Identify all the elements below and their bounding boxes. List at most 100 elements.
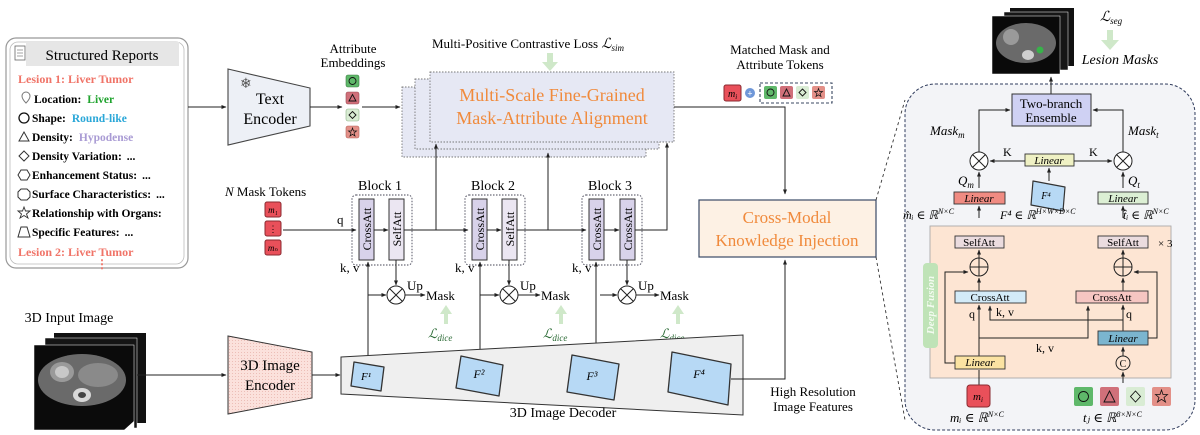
svg-text:F³: F³	[586, 369, 598, 383]
matched-tokens: Matched Mask and Attribute Tokens mi +	[723, 42, 833, 104]
matched-label-1: Matched Mask and	[730, 42, 830, 57]
svg-text:Density:Hypodense: Density:Hypodense	[32, 132, 133, 144]
m-hat-dim: m̂ᵢ ∈ ℝN×C	[903, 207, 955, 222]
report-item-location: Location:Liver	[21, 91, 114, 106]
matched-label-2: Attribute Tokens	[736, 57, 823, 72]
svg-text:q: q	[1126, 307, 1132, 321]
k-label-right: K	[1089, 145, 1098, 159]
svg-text:F²: F²	[473, 367, 485, 381]
reports-header	[26, 42, 179, 66]
seg-loss-label: ℒseg	[1100, 10, 1123, 26]
image-encoder: 3D Image Encoder	[227, 335, 313, 415]
svg-text:CrossAtt: CrossAtt	[621, 207, 635, 250]
attr-token-density	[1100, 387, 1119, 406]
svg-text:Relationship with Organs:: Relationship with Organs:	[32, 208, 162, 220]
svg-text:Up: Up	[407, 278, 423, 293]
text-encoder-label-2: Encoder	[243, 111, 297, 128]
block-2: Block 2 CrossAtt SelfAtt	[464, 179, 526, 266]
svg-text:Specific Features:...: Specific Features:...	[32, 227, 133, 239]
two-branch-ensemble	[1011, 93, 1092, 127]
svg-text:Density Variation:...: Density Variation:...	[32, 151, 136, 163]
star-icon	[16, 205, 32, 220]
crossatt-left	[954, 290, 1027, 304]
svg-text:Location:Liver: Location:Liver	[34, 94, 114, 106]
feature-map-f2: F²	[455, 355, 504, 397]
report-item-density-variation: Density Variation:...	[18, 150, 136, 163]
zoom-connector-top	[875, 99, 906, 201]
mi-dim: mᵢ ∈ ℝN×C	[950, 410, 1005, 425]
embedding-surface	[345, 74, 360, 88]
report-item-enhancement-status: Enhancement Status:...	[17, 169, 151, 182]
hires-label-1: High Resolution	[770, 384, 856, 399]
svg-text:CrossAtt: CrossAtt	[1092, 292, 1131, 304]
crossatt-right	[1075, 290, 1149, 304]
triangle-icon	[18, 130, 30, 142]
mask-tokens-label: N Mask Tokens	[224, 184, 306, 199]
linear-left-fusion	[954, 355, 1006, 370]
input-image-label: 3D Input Image	[25, 311, 114, 326]
mask-output-1: k, v Up Mask ℒdice	[340, 260, 455, 383]
block-3-title: Block 3	[588, 179, 632, 194]
hexagon-icon	[17, 169, 31, 181]
mask-output-3: k, v Up Mask ℒdice	[572, 260, 689, 359]
svg-text:mi: mi	[728, 89, 737, 101]
deep-fusion-label-bg	[923, 263, 938, 348]
alignment-title-1: Multi-Scale Fine-Grained	[459, 85, 644, 105]
embedding-density-variation	[345, 108, 360, 122]
svg-text:ℒdice: ℒdice	[660, 326, 684, 343]
mask-output-2: k, v Up Mask ℒdice	[455, 260, 570, 358]
svg-text:Mask: Mask	[541, 288, 570, 303]
k-label-left: K	[1003, 145, 1012, 159]
plus-icon	[745, 88, 755, 98]
svg-text:Mask: Mask	[426, 288, 455, 303]
linear-t	[1097, 191, 1149, 205]
f4-dim: F⁴ ∈ ℝH×W×D×C	[999, 207, 1076, 222]
more-ellipsis: ⋮	[96, 257, 108, 271]
feature-map-f4: F⁴	[667, 351, 732, 406]
feature-map-f4-detail	[1030, 180, 1066, 212]
contrastive-loss-label: Multi-Positive Contrastive Loss ℒsim	[432, 36, 624, 53]
svg-text:q: q	[969, 307, 975, 321]
mask-token-1	[264, 201, 282, 218]
report-item-shape: Shape:Round-like	[18, 112, 127, 125]
svg-text:⋮: ⋮	[269, 224, 278, 234]
svg-text:Up: Up	[638, 278, 654, 293]
svg-text:SelfAtt: SelfAtt	[1107, 237, 1139, 249]
hires-label-2: Image Features	[773, 399, 853, 414]
cmki-title-2: Knowledge Injection	[715, 231, 859, 250]
attribute-token-group	[759, 82, 833, 104]
linear-k	[1024, 153, 1075, 167]
text-encoder-label-1: Text	[256, 91, 285, 108]
tj-dim: tⱼ ∈ ℝ8×N×C	[1083, 410, 1143, 425]
svg-text:Shape:Round-like: Shape:Round-like	[32, 113, 127, 125]
concat-icon	[1115, 355, 1131, 371]
attr-embeddings-label-2: Embeddings	[321, 55, 386, 70]
alignment-module: Multi-Scale Fine-Grained Mask-Attribute …	[401, 71, 675, 158]
attr-embeddings-label-1: Attribute	[330, 41, 377, 56]
svg-text:mₙ: mₙ	[268, 243, 278, 253]
report-item-relationship: Relationship with Organs:	[16, 205, 162, 220]
reports-title: Structured Reports	[46, 48, 159, 64]
lesion-highlight	[1036, 46, 1044, 54]
alignment-title-2: Mask-Attribute Alignment	[456, 108, 647, 128]
svg-text:m₁: m₁	[268, 205, 278, 215]
snowflake-glyph: ❄	[240, 77, 252, 92]
embedding-relationship	[345, 125, 360, 139]
octagon-icon	[17, 188, 31, 201]
matched-mask-token	[723, 84, 742, 102]
mask-t-label: Maskt	[1127, 123, 1159, 140]
attribute-embeddings: Attribute Embeddings	[321, 41, 386, 139]
loss-arrow-sim	[542, 53, 558, 71]
svg-text:k, v: k, v	[572, 260, 592, 275]
attr-token-density-variation	[1126, 387, 1145, 406]
trapezoid-icon	[17, 226, 31, 238]
mask-token-mi	[966, 384, 991, 408]
cmki-title-1: Cross-Modal	[743, 208, 832, 227]
document-icon	[14, 45, 26, 61]
seg-loss-arrow	[1101, 30, 1119, 50]
svg-text:k, v: k, v	[340, 260, 360, 275]
image-encoder-label-2: Encoder	[245, 378, 295, 394]
svg-text:SelfAtt: SelfAtt	[390, 211, 404, 246]
selfatt-right	[1097, 235, 1149, 249]
